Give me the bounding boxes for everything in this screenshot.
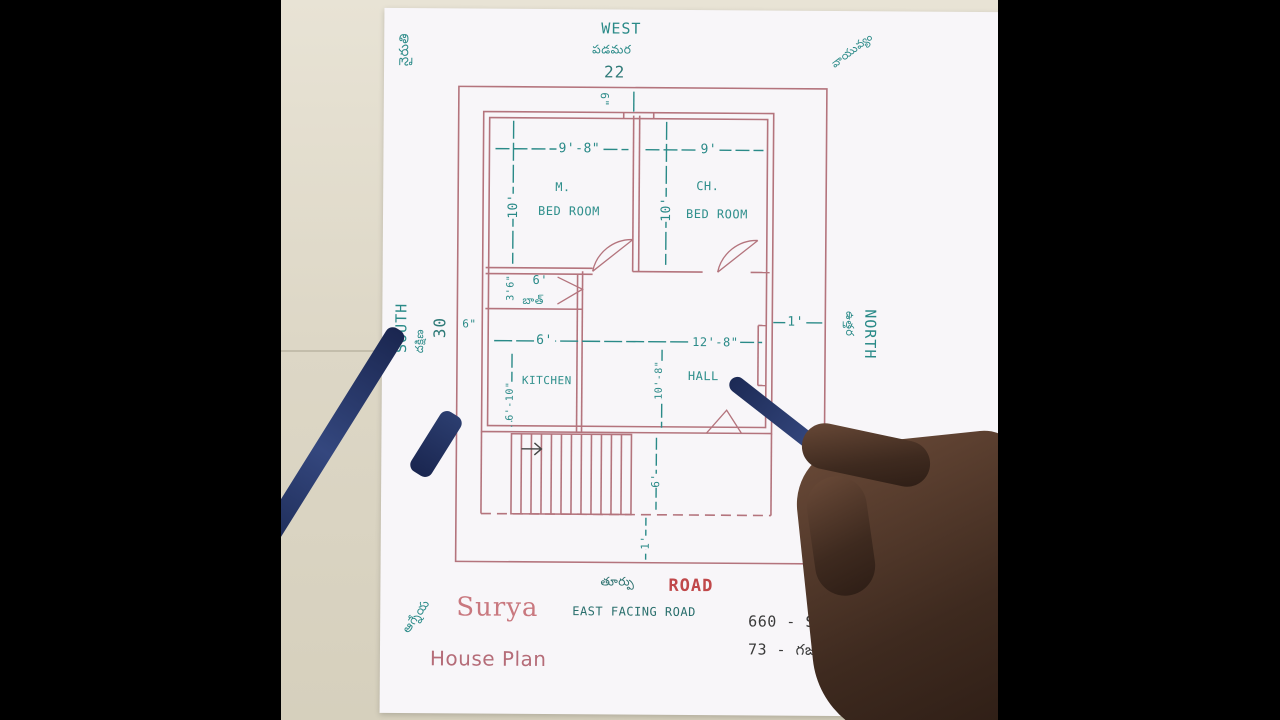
north-telugu: ఉత్తర bbox=[843, 311, 857, 337]
paper-sheet: WEST పడమర 22 వాయువ్యం నైరుతి ఆగ్నేయ SOUT… bbox=[379, 7, 998, 718]
outer-wall bbox=[480, 110, 775, 435]
bottom-setback-dim: 1' bbox=[638, 535, 652, 550]
bath-label: బాత్ bbox=[522, 293, 544, 307]
child-width-dim: 9' bbox=[698, 142, 720, 158]
master-width-dim: 9'-8" bbox=[556, 141, 603, 157]
inner-wall bbox=[486, 116, 769, 429]
road-caption: EAST FACING ROAD bbox=[572, 604, 696, 620]
master-depth-dim: 10' bbox=[505, 193, 522, 219]
side-wall-dim: 6" bbox=[462, 317, 477, 331]
porch-depth-dim: 6' bbox=[649, 473, 663, 488]
west-telugu: పడమర bbox=[592, 42, 632, 57]
kitchen-width-dim: 6' bbox=[534, 332, 555, 349]
master-bedroom-name: BED ROOM bbox=[538, 203, 600, 219]
bath-width-dim: 6' bbox=[532, 272, 549, 288]
hall-width-dim: 12'-8" bbox=[690, 335, 741, 350]
hall-label: HALL bbox=[687, 368, 719, 384]
north-setback-dim: 1' bbox=[785, 314, 806, 330]
south-dimension: 30 bbox=[430, 316, 450, 339]
road-telugu: తూర్పు bbox=[600, 574, 635, 589]
child-bedroom-title: CH. bbox=[696, 179, 720, 194]
hall-depth-dim: 10'-8" bbox=[653, 360, 666, 400]
plot-boundary bbox=[454, 85, 828, 565]
road-label: ROAD bbox=[668, 575, 714, 597]
west-label: WEST bbox=[601, 19, 642, 38]
west-dimension: 22 bbox=[603, 62, 626, 82]
north-label: NORTH bbox=[861, 309, 880, 360]
child-bedroom-name: BED ROOM bbox=[685, 206, 748, 222]
kitchen-depth-dim: 6'-10" bbox=[504, 381, 516, 421]
top-setback-dim: 6" bbox=[597, 92, 611, 107]
floor-plan-drawing bbox=[454, 85, 828, 565]
kitchen-label: KITCHEN bbox=[521, 373, 572, 388]
south-telugu: దక్షిణ bbox=[413, 328, 427, 354]
master-bedroom-title: M. bbox=[555, 180, 571, 195]
photo-background: WEST పడమర 22 వాయువ్యం నైరుతి ఆగ్నేయ SOUT… bbox=[281, 0, 998, 720]
southwest-corner-label: నైరుతి bbox=[397, 32, 413, 67]
bath-depth-dim: 3'6" bbox=[505, 274, 517, 301]
brand-name: Surya bbox=[456, 592, 539, 623]
child-depth-dim: 10' bbox=[658, 196, 675, 222]
plan-title: House Plan bbox=[429, 646, 547, 672]
